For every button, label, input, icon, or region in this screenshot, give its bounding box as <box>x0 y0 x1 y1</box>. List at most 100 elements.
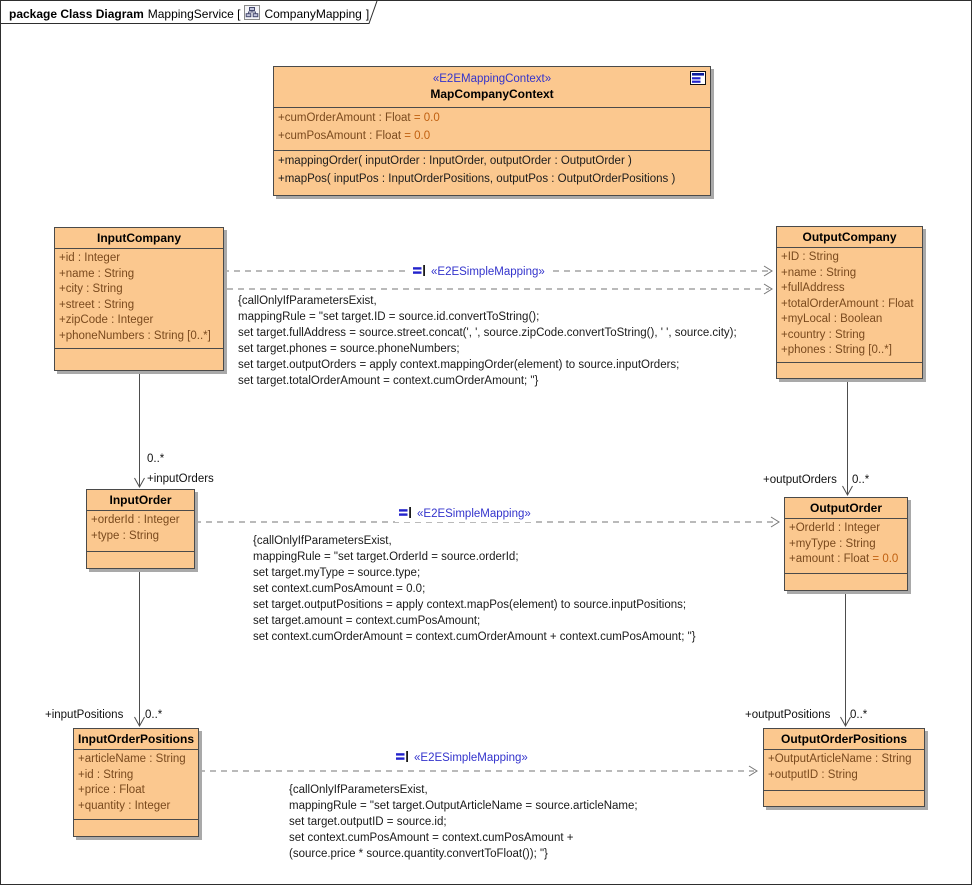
class-OutputCompany[interactable]: OutputCompany +ID : String +name : String +… <box>776 226 923 379</box>
note-line: set target.outputOrders = apply context.… <box>238 359 680 371</box>
class-header: InputOrderPositions <box>74 729 198 750</box>
association-inputCompany-inputOrder[interactable] <box>134 362 145 489</box>
mapping-stereotype-text: «E2ESimpleMapping» <box>417 508 531 520</box>
attributes-compartment: +cumOrderAmount : Float = 0.0 +cumPosAmou… <box>274 108 710 151</box>
class-MapCompanyContext[interactable]: «E2EMappingContext»MapCompanyContext+cum… <box>273 66 711 196</box>
operations-compartment <box>74 820 198 836</box>
attributes-compartment: +ID : String+name : String+fullAddress+t… <box>777 248 922 363</box>
class-name: InputOrderPositions <box>77 731 194 746</box>
attribute: +ID : String <box>781 251 839 263</box>
attribute: +articleName : String <box>78 753 186 765</box>
attribute: +OutputArticleName : String <box>768 753 912 765</box>
edge-label[interactable]: +inputOrders <box>147 473 214 485</box>
operations-compartment: +mappingOrder( inputOrder : InputOrder, … <box>274 151 710 195</box>
attribute: +cumOrderAmount : Float = 0.0 <box>278 112 440 124</box>
note-line: {callOnlyIfParametersExist, <box>289 784 428 796</box>
class-name: OutputOrder <box>810 500 882 515</box>
composite-diagram-icon <box>690 71 706 88</box>
attribute: +street : String <box>59 298 135 311</box>
class-name: InputCompany <box>97 230 181 245</box>
attribute: +amount : Float = 0.0 <box>789 553 899 565</box>
note-line: (source.price * source.quantity.convertT… <box>289 848 548 860</box>
class-InputOrderPositions[interactable]: InputOrderPositions +articleName : String… <box>73 728 199 837</box>
note-line: set target.phones = source.phoneNumbers; <box>238 343 460 355</box>
note-line: set target.totalOrderAmount = context.cu… <box>238 375 539 387</box>
class-InputCompany[interactable]: InputCompany +id : Integer+name : String+… <box>54 227 224 371</box>
mapping-positions[interactable] <box>199 765 758 777</box>
attribute: +name : String <box>59 267 135 280</box>
attribute: +myLocal : Boolean <box>781 313 883 325</box>
note-line: mappingRule = "set target.ID = source.id… <box>238 311 540 323</box>
note-line: set context.cumOrderAmount = context.cum… <box>253 631 696 643</box>
attributes-compartment: +OutputArticleName : String+outputID : S… <box>764 750 924 791</box>
association-outputOrder-outputOrderPositions[interactable] <box>840 582 851 728</box>
frame-context-label: MappingService [ <box>147 7 241 21</box>
attribute: +zipCode : Integer <box>59 314 154 326</box>
class-header: InputOrder <box>87 490 194 511</box>
note-line: set target.amount = context.cumPosAmount… <box>253 615 481 627</box>
attribute: +id : String <box>78 768 134 781</box>
class-stereotype: «E2EMappingContext» <box>432 73 552 85</box>
mapping-icon <box>413 265 426 279</box>
operation: +mapPos( inputPos : InputOrderPositions,… <box>278 172 676 185</box>
note-line: {callOnlyIfParametersExist, <box>253 535 392 547</box>
edge-label[interactable]: 0..* <box>145 709 163 721</box>
mapping-stereotype-label[interactable]: «E2ESimpleMapping» <box>409 264 549 280</box>
frame-tab-outline <box>1 1 378 24</box>
class-InputOrder[interactable]: InputOrder +orderId : Integer +type : Stri… <box>86 489 195 569</box>
mapping-icon <box>396 751 409 765</box>
attribute: +quantity : Integer <box>78 799 171 812</box>
frame-package-label: package Class Diagram <box>9 7 144 21</box>
attribute: +price : Float <box>78 784 145 796</box>
class-name: OutputCompany <box>802 229 897 244</box>
class-OutputOrderPositions[interactable]: OutputOrderPositions+OutputArticleName :… <box>763 728 925 807</box>
operations-compartment <box>777 363 922 378</box>
attribute: +phones : String [0..*] <box>781 344 892 356</box>
note-line: mappingRule = "set target.OutputArticleN… <box>289 800 638 812</box>
note-line: mappingRule = "set target.OrderId = sour… <box>253 551 519 563</box>
class-header: OutputCompany <box>777 227 922 248</box>
attribute: +name : String <box>781 266 857 279</box>
operation: +mappingOrder( inputOrder : InputOrder, … <box>278 155 632 167</box>
edge-label[interactable]: 0..* <box>147 453 165 465</box>
attribute: +cumPosAmount : Float = 0.0 <box>278 129 431 142</box>
mapping-order[interactable] <box>195 516 780 528</box>
attribute: +orderId : Integer <box>91 514 180 526</box>
attribute: +city : String <box>59 283 123 295</box>
mapping-stereotype-text: «E2ESimpleMapping» <box>431 266 545 278</box>
attribute: +fullAddress <box>781 282 845 294</box>
class-header: «E2EMappingContext»MapCompanyContext <box>274 67 710 108</box>
edge-label[interactable]: +outputPositions <box>745 709 831 721</box>
edge-label[interactable]: 0..* <box>850 709 868 721</box>
mapping-icon <box>399 507 412 521</box>
mapping-stereotype-label[interactable]: «E2ESimpleMapping» <box>395 506 535 522</box>
attribute: +type : String <box>91 529 160 542</box>
note-line: set target.outputPositions = apply conte… <box>253 599 687 611</box>
class-OutputOrder[interactable]: OutputOrder+OrderId : Integer+myType : S… <box>784 497 908 591</box>
mapping-rule-note[interactable]: {callOnlyIfParametersExist,mappingRule =… <box>238 293 737 389</box>
note-line: set target.fullAddress = source.street.c… <box>238 327 737 339</box>
association-inputOrder-inputOrderPositions[interactable] <box>134 560 145 728</box>
frame-bracket-close: ] <box>365 7 370 21</box>
edge-label[interactable]: +inputPositions <box>45 709 124 721</box>
frame-diagram-name: CompanyMapping <box>264 7 362 21</box>
class-header: OutputOrder <box>785 498 907 519</box>
class-diagram-icon <box>244 5 261 23</box>
note-line: set context.cumPosAmount = context.cumPo… <box>289 832 574 844</box>
mapping-rule-note[interactable]: {callOnlyIfParametersExist, mappingRule =… <box>289 782 638 862</box>
association-outputCompany-outputOrder[interactable] <box>842 370 853 497</box>
attribute: +phoneNumbers : String [0..*] <box>59 329 211 342</box>
mapping-stereotype-label[interactable]: «E2ESimpleMapping» <box>392 750 532 766</box>
attribute: +myType : String <box>789 537 876 550</box>
edge-label[interactable]: +outputOrders <box>763 474 837 486</box>
operations-compartment <box>764 791 924 806</box>
attributes-compartment: +id : Integer+name : String+city : Strin… <box>55 249 223 349</box>
operations-compartment <box>55 349 223 370</box>
mapping-stereotype-text: «E2ESimpleMapping» <box>414 752 528 764</box>
attributes-compartment: +orderId : Integer +type : String <box>87 511 194 552</box>
mapping-rule-note[interactable]: {callOnlyIfParametersExist, mappingRule =… <box>253 533 696 645</box>
attribute: +country : String <box>781 328 866 341</box>
note-line: set target.myType = source.type; <box>253 567 421 579</box>
edge-label[interactable]: 0..* <box>852 474 870 486</box>
